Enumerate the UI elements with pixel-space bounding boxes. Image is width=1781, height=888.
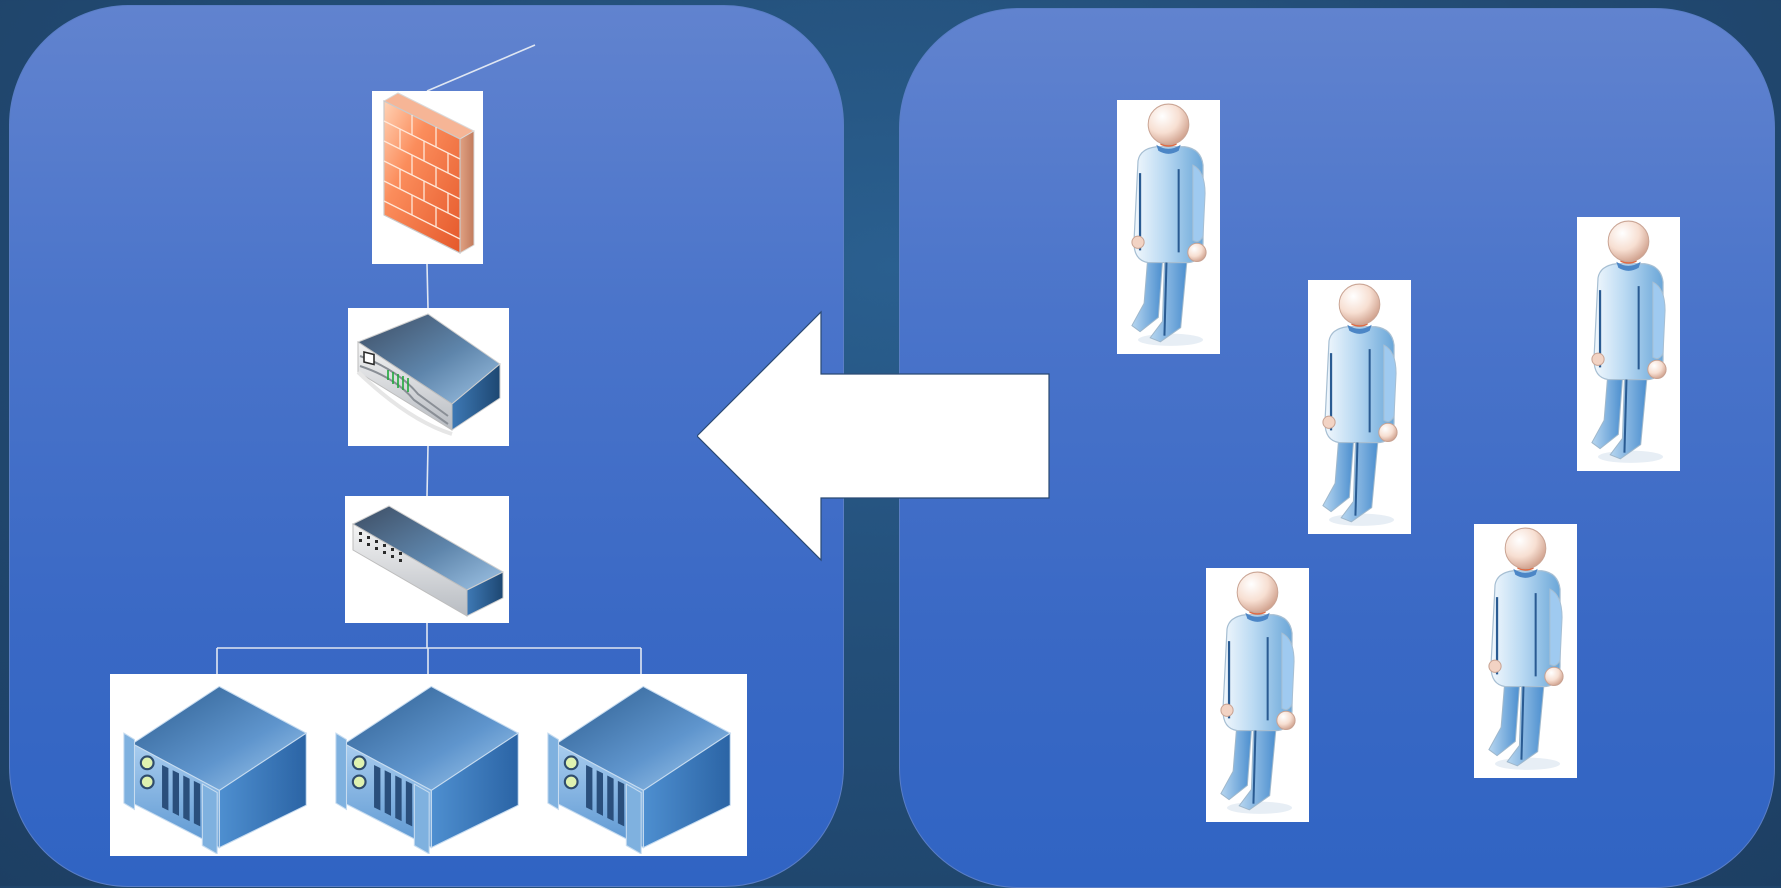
arrow-left-icon: [697, 310, 1050, 562]
user-icon: [1206, 568, 1309, 822]
user-node[interactable]: [1117, 100, 1220, 354]
user-icon: [1308, 280, 1411, 534]
server-icon[interactable]: [114, 678, 314, 854]
firewall-icon: [372, 91, 483, 264]
user-icon: [1474, 524, 1577, 778]
server-icon[interactable]: [326, 678, 526, 854]
switch-node[interactable]: [345, 496, 509, 623]
router-icon: [348, 308, 509, 446]
servers-node: [110, 674, 747, 856]
user-node[interactable]: [1206, 568, 1309, 822]
user-node[interactable]: [1474, 524, 1577, 778]
user-node[interactable]: [1308, 280, 1411, 534]
server-icon[interactable]: [538, 678, 738, 854]
user-node[interactable]: [1577, 217, 1680, 471]
user-icon: [1577, 217, 1680, 471]
router-node[interactable]: [348, 308, 509, 446]
switch-icon: [345, 496, 509, 623]
firewall-node[interactable]: [372, 91, 483, 264]
user-icon: [1117, 100, 1220, 354]
